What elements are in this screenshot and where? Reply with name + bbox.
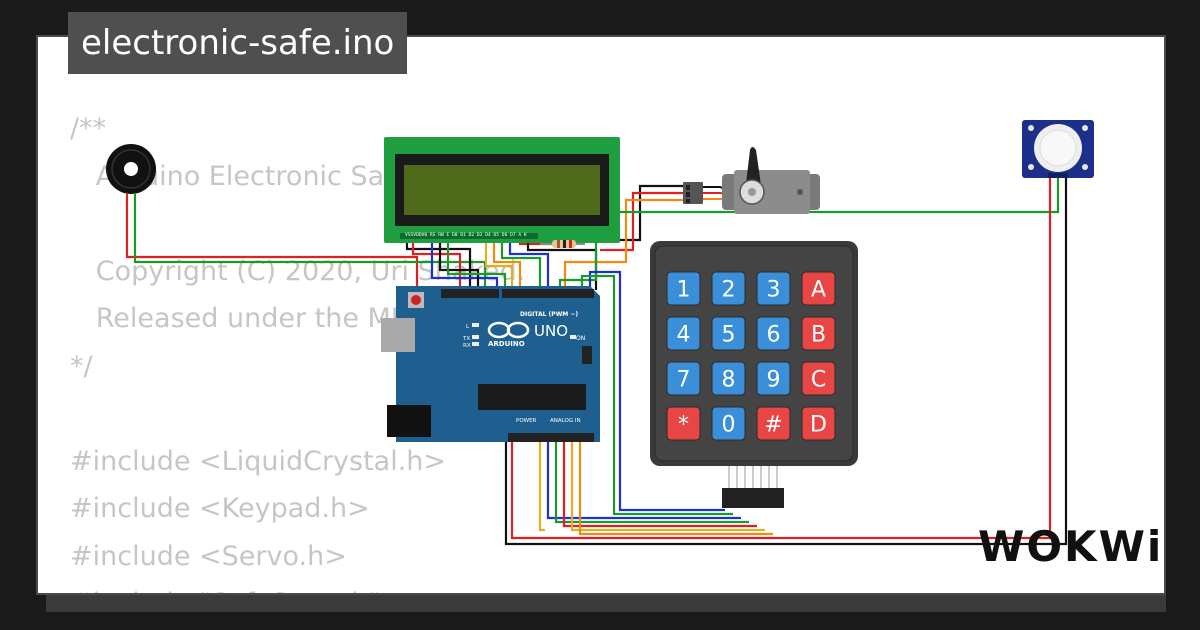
pir-motion-sensor[interactable]	[1022, 120, 1094, 178]
lcd-pin-labels: VSSVDDV0 RS RW E D0 D1 D2 D3 D4 D5 D6 D7…	[405, 232, 527, 238]
code-line: #include <LiquidCrystal.h>	[70, 445, 447, 477]
keypad-key-7[interactable]: 7	[666, 361, 701, 396]
buzzer-wire-red	[125, 196, 419, 290]
arduino-model: UNO	[534, 322, 568, 340]
keypad-key-label: 5	[722, 323, 736, 348]
on-label: ON	[576, 335, 585, 342]
tx-label: TX	[462, 336, 470, 342]
pir-wire-black	[504, 178, 1068, 546]
keypad-key-label: 6	[767, 323, 781, 348]
lcd-display[interactable]: VSSVDDV0 RS RW E D0 D1 D2 D3 D4 D5 D6 D7…	[384, 137, 620, 248]
usb-port	[381, 318, 415, 352]
keypad-wire-green	[580, 274, 733, 516]
keypad-key-label: 4	[677, 323, 691, 348]
lcd-wire-orange-d5	[492, 240, 522, 290]
keypad-key-4[interactable]: 4	[666, 316, 701, 351]
keypad-key-*[interactable]: *	[666, 406, 701, 441]
keypad-key-label: 1	[677, 278, 691, 303]
keypad-key-label: A	[811, 278, 826, 303]
analog-label: ANALOG IN	[550, 418, 581, 424]
keypad-key-6[interactable]: 6	[756, 316, 791, 351]
digital-label: DIGITAL (PWM ~)	[520, 311, 578, 318]
power-label: POWER	[516, 418, 537, 424]
project-filename-tag: electronic-safe.ino	[68, 12, 408, 74]
keypad-key-label: 0	[722, 413, 736, 438]
buzzer-wire-green	[133, 196, 487, 290]
pir-wire-red	[510, 178, 1052, 540]
lcd-wire-yellow-d4	[484, 240, 514, 290]
code-line: #include <Keypad.h>	[70, 493, 370, 524]
keypad-key-label: B	[811, 323, 826, 348]
keypad-key-9[interactable]: 9	[756, 361, 791, 396]
keypad-key-label: D	[810, 413, 827, 438]
rx-label: RX	[463, 343, 471, 349]
keypad-connector	[722, 488, 784, 508]
microcontroller-chip	[478, 384, 586, 410]
keypad-wire-a3	[570, 440, 765, 532]
keypad-key-label: C	[811, 368, 826, 393]
power-jack	[387, 405, 431, 437]
servo-wire-red	[600, 191, 685, 252]
lcd-pin-row	[400, 233, 538, 239]
keypad-wire-a4	[578, 440, 773, 536]
project-card: /** Arduino Electronic Safe Copyright (C…	[36, 35, 1166, 595]
keypad-key-8[interactable]: 8	[711, 361, 746, 396]
lcd-wire-black-rw	[438, 240, 480, 290]
keypad-key-0[interactable]: 0	[711, 406, 746, 441]
code-line: #include <Servo.h>	[70, 540, 347, 572]
code-line: Copyright (C) 2020, Uri Shaked.	[70, 255, 526, 287]
keypad-key-label: *	[678, 413, 689, 438]
lcd-wire-blue-rs	[430, 240, 499, 290]
keypad-key-label: 2	[722, 278, 736, 303]
keypad-4x4[interactable]: 1 2 3 A 4 5 6 B 7 8 9 C * 0 # D	[650, 241, 858, 508]
keypad-key-D[interactable]: D	[801, 406, 836, 441]
keypad-key-C[interactable]: C	[801, 361, 836, 396]
keypad-wire-a2	[562, 440, 757, 528]
keypad-keys: 1 2 3 A 4 5 6 B 7 8 9 C * 0 # D	[666, 271, 836, 441]
servo-wire-orange	[563, 198, 685, 290]
keypad-wire-5v	[538, 440, 545, 532]
code-line: */	[70, 350, 93, 382]
wokwi-logo: WOKWi	[978, 522, 1164, 571]
keypad-key-label: 7	[677, 368, 691, 393]
lcd-wire-green-e	[446, 240, 507, 290]
code-line: #include "SafeState.h"	[70, 580, 534, 593]
resistor	[540, 240, 585, 248]
l-label: L	[466, 324, 470, 330]
keypad-wire-a1	[554, 440, 749, 524]
lcd-wire-red-vdd	[411, 240, 462, 290]
keypad-key-label: #	[764, 413, 782, 438]
keypad-key-A[interactable]: A	[801, 271, 836, 306]
keypad-key-label: 9	[767, 368, 781, 393]
keypad-key-label: 3	[767, 278, 781, 303]
keypad-key-5[interactable]: 5	[711, 316, 746, 351]
keypad-key-2[interactable]: 2	[711, 271, 746, 306]
keypad-key-#[interactable]: #	[756, 406, 791, 441]
arduino-uno[interactable]: UNO ARDUINO DIGITAL (PWM ~) ANALOG IN PO…	[381, 286, 600, 442]
keypad-key-1[interactable]: 1	[666, 271, 701, 306]
pir-wire-green	[558, 178, 1060, 290]
keypad-wire-a0	[546, 440, 741, 520]
arduino-brand: ARDUINO	[488, 340, 525, 348]
lcd-wire-green-d6	[500, 240, 542, 290]
keypad-key-3[interactable]: 3	[756, 271, 791, 306]
lcd-wire-blue-d7	[508, 240, 550, 290]
buzzer[interactable]	[106, 144, 156, 200]
code-line: /**	[70, 113, 107, 144]
keypad-key-B[interactable]: B	[801, 316, 836, 351]
keypad-wire-blue	[588, 270, 725, 512]
servo-motor[interactable]	[683, 147, 820, 214]
keypad-key-label: 8	[722, 368, 736, 393]
